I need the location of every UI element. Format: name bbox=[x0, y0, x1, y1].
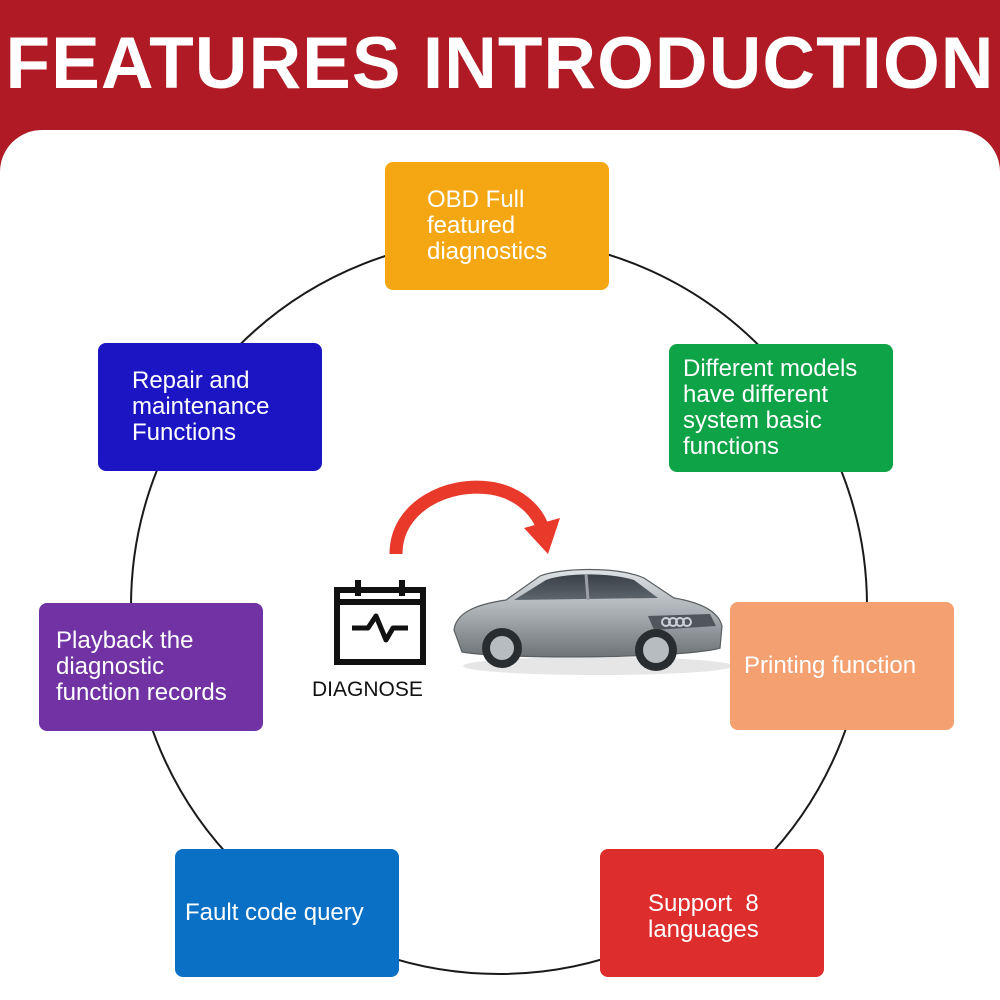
feature-text-printing: Printing function bbox=[744, 652, 917, 679]
feature-text-fault-code: Fault code query bbox=[185, 899, 364, 926]
diagnose-label: DIAGNOSE bbox=[312, 678, 423, 701]
curved-arrow-icon bbox=[389, 480, 560, 555]
car-image bbox=[453, 568, 730, 675]
header-banner: FEATURES INTRODUCTION bbox=[0, 0, 1000, 130]
feature-box-printing[interactable]: Printing function bbox=[730, 602, 954, 730]
page-title: FEATURES INTRODUCTION bbox=[5, 22, 995, 104]
calendar-pulse-icon bbox=[334, 580, 426, 665]
feature-box-fault-code[interactable]: Fault code query bbox=[175, 849, 399, 977]
